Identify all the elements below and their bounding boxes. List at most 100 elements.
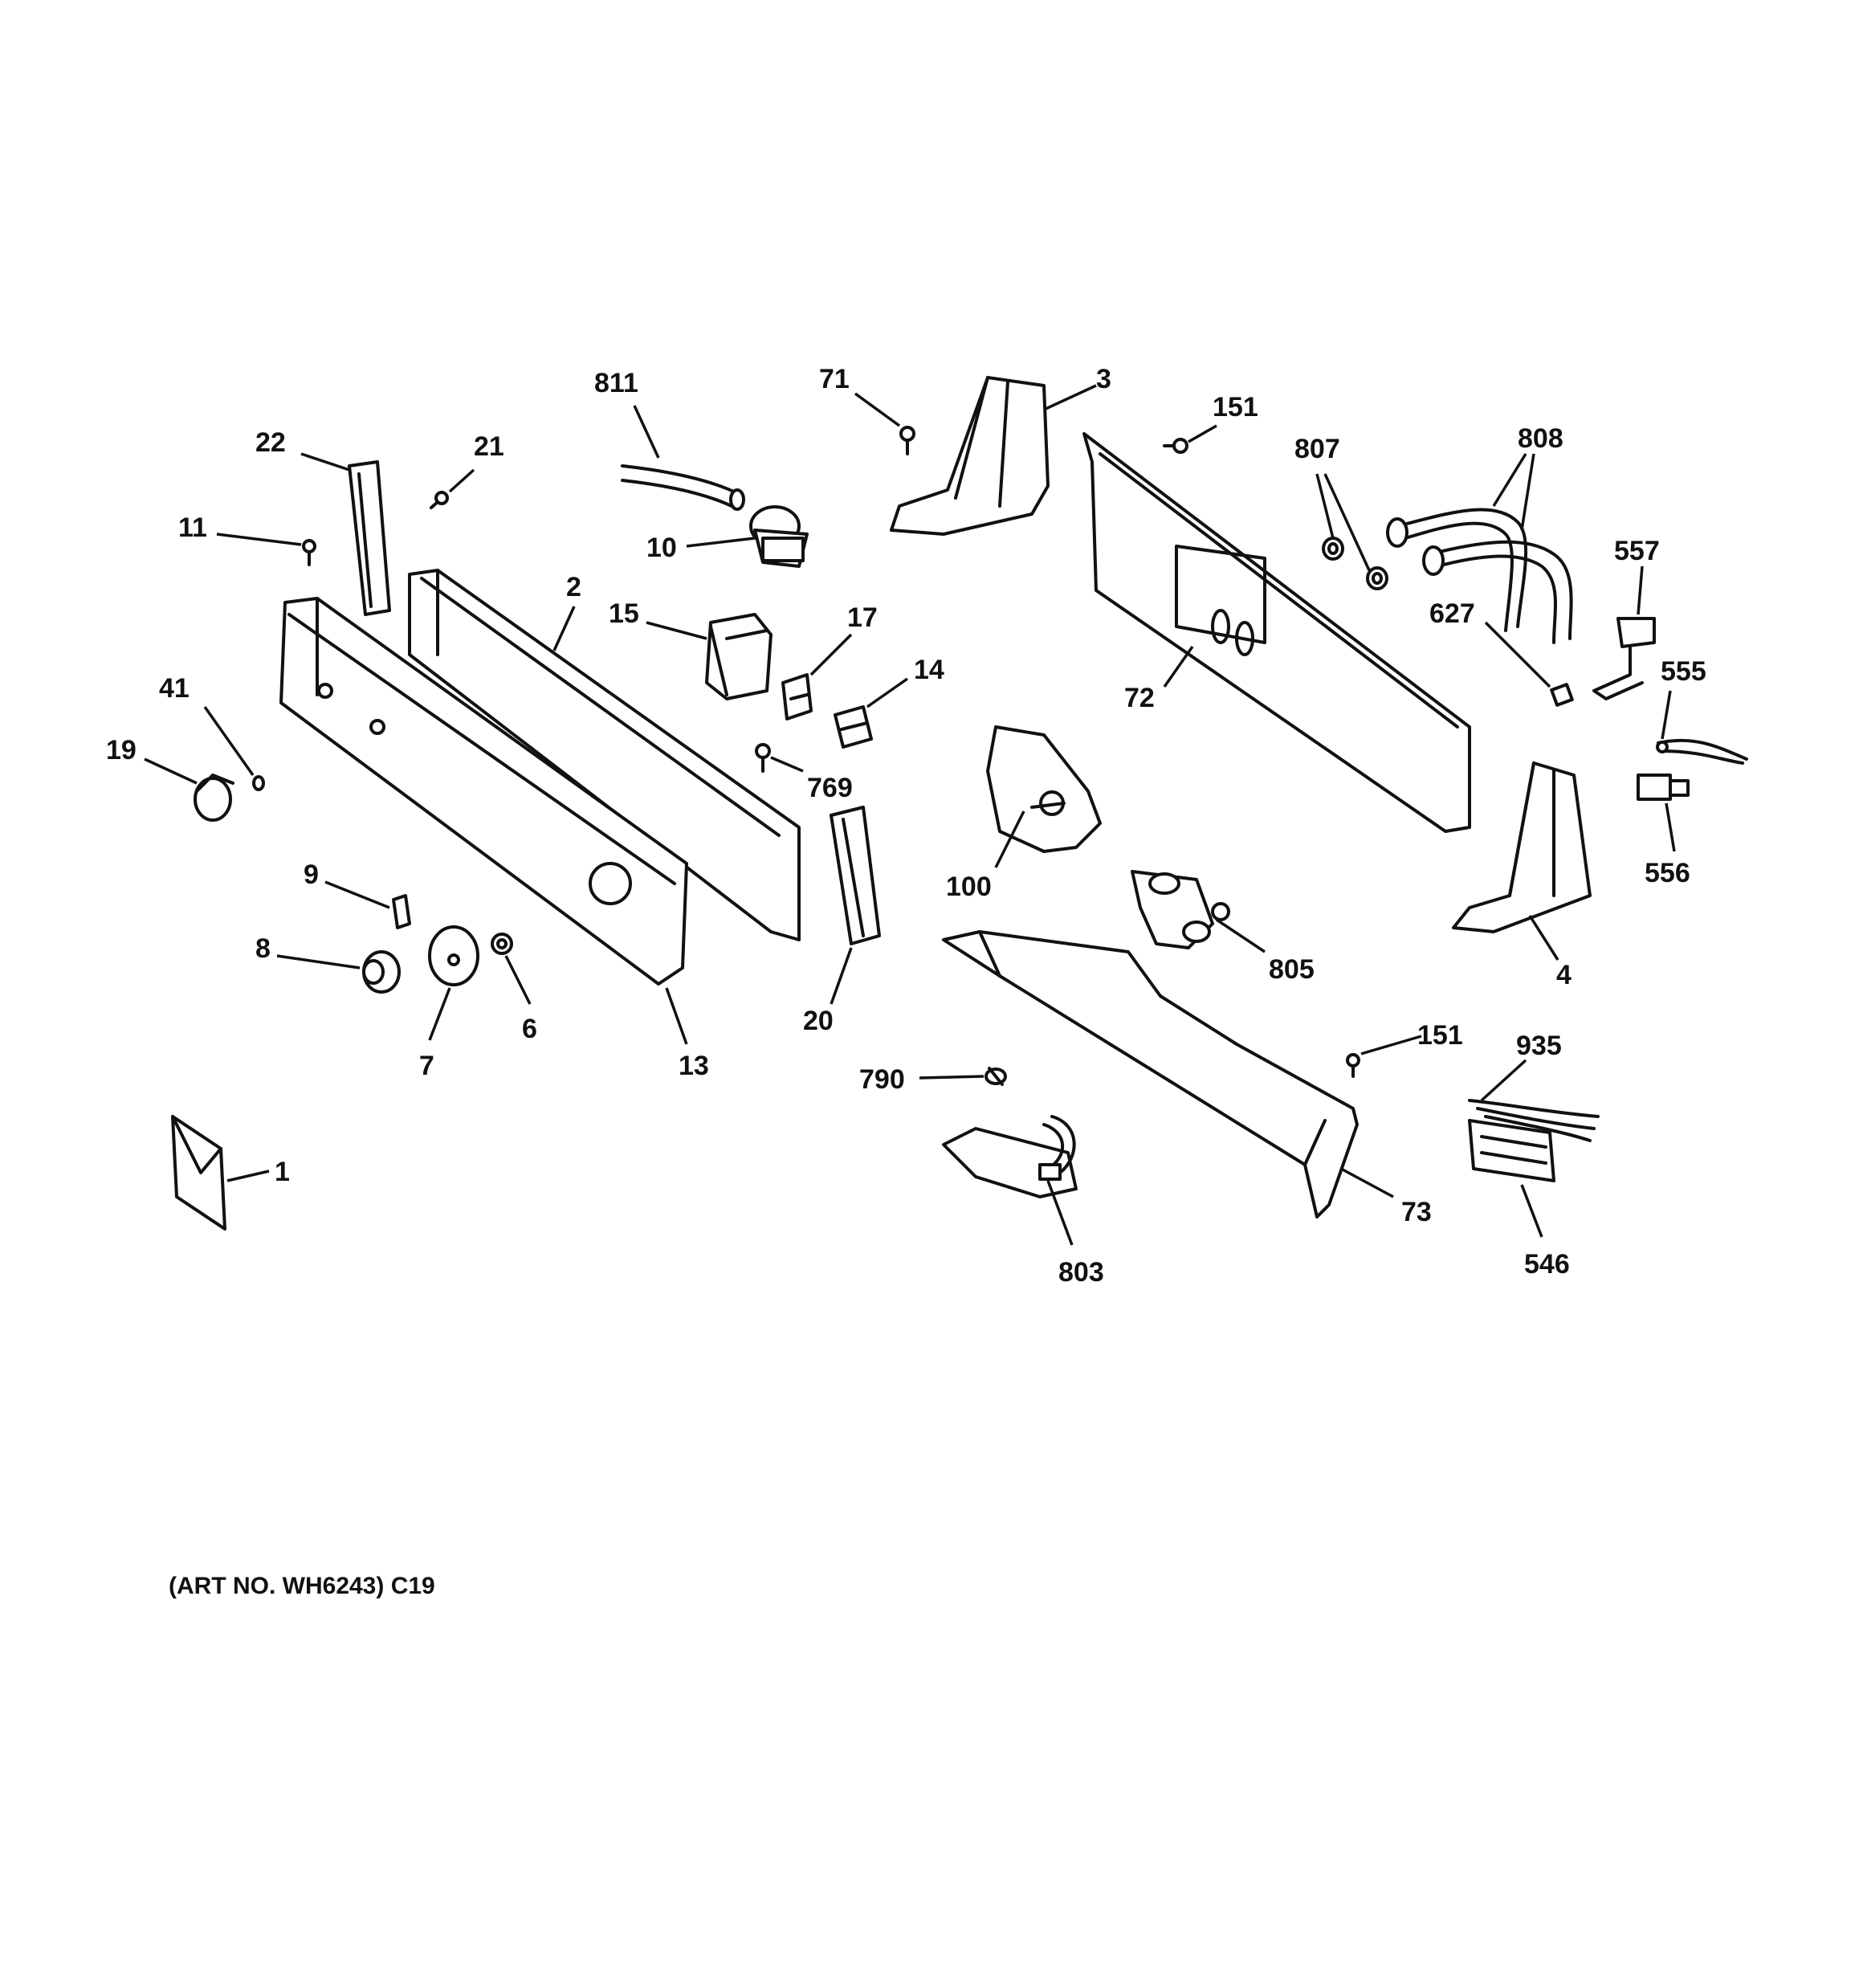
part-71-screw — [899, 426, 915, 455]
leader-15 — [646, 621, 707, 640]
part-17-switch-clip — [781, 673, 813, 720]
callout-22: 22 — [255, 427, 286, 458]
part-546-connector-block — [1468, 1119, 1555, 1182]
callout-14: 14 — [914, 655, 944, 685]
leader-627 — [1484, 621, 1551, 688]
part-808-inlet-hoses — [1386, 508, 1573, 644]
part-41-spring — [252, 775, 265, 791]
leader-807b — [1323, 473, 1371, 571]
callout-17: 17 — [847, 602, 878, 633]
art-number-caption: (ART NO. WH6243) C19 — [169, 1573, 435, 1599]
part-557-switch — [1592, 617, 1656, 700]
part-807-washer-1 — [1322, 537, 1344, 561]
leader-790 — [919, 1075, 984, 1080]
leader-935 — [1480, 1059, 1527, 1102]
part-19-knob — [194, 774, 234, 822]
callout-20: 20 — [803, 1006, 834, 1036]
callout-10: 10 — [646, 533, 677, 563]
part-4-end-cap — [1452, 761, 1592, 933]
leader-151a — [1188, 424, 1217, 443]
callout-2: 2 — [566, 572, 581, 602]
callout-8: 8 — [255, 933, 271, 964]
callout-3: 3 — [1096, 364, 1111, 394]
leader-769 — [770, 756, 804, 773]
callout-7: 7 — [419, 1051, 434, 1081]
part-6-nut — [491, 933, 513, 955]
leader-14 — [866, 677, 909, 708]
part-3-end-cap — [890, 376, 1050, 536]
callout-21: 21 — [474, 431, 504, 462]
leader-17 — [809, 633, 853, 676]
leader-556 — [1665, 802, 1676, 852]
callout-1: 1 — [275, 1157, 290, 1187]
leader-73 — [1340, 1167, 1394, 1198]
callout-546: 546 — [1524, 1249, 1570, 1280]
leader-808a — [1492, 453, 1527, 507]
part-21-screw — [430, 491, 449, 509]
part-151-screw-top — [1163, 438, 1188, 454]
part-100-timer — [986, 725, 1102, 853]
leader-2 — [552, 606, 576, 651]
leader-1 — [226, 1170, 270, 1182]
callout-6: 6 — [522, 1014, 537, 1044]
part-811-hose — [621, 464, 745, 511]
callout-769: 769 — [807, 773, 853, 803]
callout-41: 41 — [159, 673, 190, 704]
part-805-water-valve — [1131, 870, 1230, 949]
part-72-backsplash — [1082, 432, 1471, 833]
leader-3 — [1043, 384, 1097, 411]
part-627-grommet — [1550, 683, 1574, 707]
leader-808b — [1520, 453, 1535, 531]
callout-807: 807 — [1294, 434, 1340, 464]
leader-803 — [1046, 1180, 1074, 1246]
leader-22 — [300, 452, 350, 471]
part-22-bracket — [348, 460, 391, 616]
leader-807a — [1315, 473, 1335, 539]
callout-19: 19 — [106, 735, 137, 765]
leader-lines — [144, 384, 1676, 1246]
leader-20 — [830, 947, 853, 1005]
callout-151-top: 151 — [1213, 392, 1258, 423]
leader-10 — [686, 537, 756, 548]
callout-labels: 811 71 3 151 807 808 22 21 11 10 557 627… — [106, 364, 1706, 1288]
callout-73: 73 — [1401, 1197, 1432, 1227]
leader-71 — [854, 392, 901, 427]
part-11-screw — [302, 539, 316, 566]
leader-805 — [1216, 918, 1266, 953]
callout-808: 808 — [1518, 423, 1563, 454]
part-803-fill-hose — [942, 1115, 1078, 1198]
leader-19 — [144, 757, 198, 785]
part-14-switch-clip — [834, 705, 873, 749]
leader-546 — [1520, 1184, 1543, 1238]
leader-151b — [1360, 1035, 1422, 1055]
leader-41 — [203, 705, 255, 777]
part-10-pressure-switch — [749, 505, 809, 568]
callout-9: 9 — [304, 859, 319, 890]
part-20-side-trim — [830, 806, 881, 945]
callout-11: 11 — [178, 512, 207, 543]
callout-151-bottom: 151 — [1417, 1020, 1463, 1051]
callout-557: 557 — [1614, 536, 1660, 566]
callout-811: 811 — [594, 368, 638, 398]
callout-15: 15 — [609, 598, 639, 629]
part-2-control-panel — [408, 569, 801, 941]
part-935-harness — [1468, 1099, 1600, 1142]
leader-555 — [1661, 690, 1672, 740]
callout-935: 935 — [1516, 1031, 1562, 1061]
leader-100 — [994, 810, 1025, 868]
callout-803: 803 — [1058, 1257, 1104, 1288]
part-73-bracket — [942, 930, 1359, 1219]
part-556-connector — [1637, 774, 1690, 801]
callout-100: 100 — [946, 872, 992, 902]
callout-71: 71 — [819, 364, 850, 394]
leader-72 — [1163, 645, 1194, 688]
leader-6 — [504, 955, 532, 1005]
part-13-front-panel — [279, 597, 688, 986]
part-9-clip — [392, 894, 411, 929]
part-1-envelope — [171, 1115, 226, 1231]
leader-13 — [665, 987, 688, 1045]
callout-805: 805 — [1269, 954, 1315, 985]
part-151-screw-bottom — [1346, 1053, 1360, 1078]
callout-555: 555 — [1661, 656, 1706, 687]
